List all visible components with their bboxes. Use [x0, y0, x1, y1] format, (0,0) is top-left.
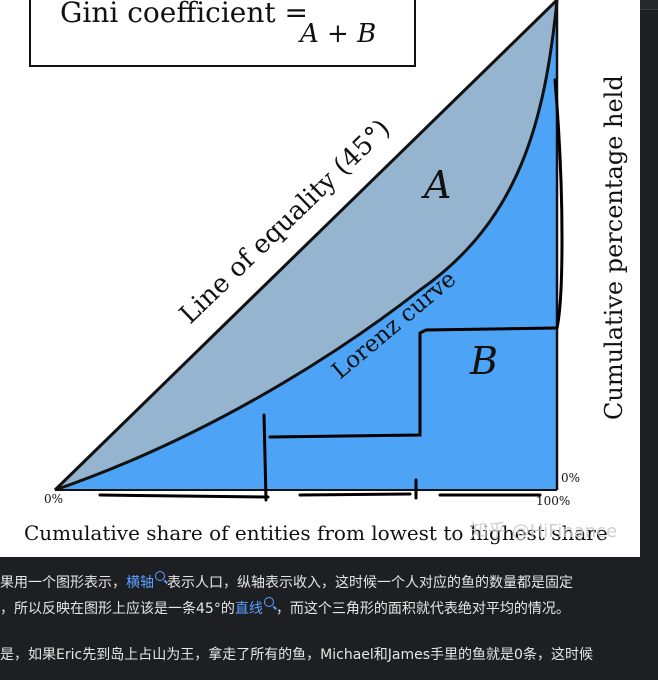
- y-axis-label: Cumulative percentage held: [600, 75, 628, 420]
- region-a-label: A: [421, 163, 451, 207]
- article-line-2: ，所以反映在图形上应该是一条45°的直线 ，而这个三角形的面积就代表绝对平均的情况…: [0, 596, 658, 622]
- line1-text-a: 果用一个图形表示，: [0, 575, 126, 591]
- gini-figure: Gini coefficient = A + B Line of equalit…: [0, 0, 640, 557]
- formula-denominator: A + B: [298, 19, 376, 49]
- watermark: 知乎 @HiFinance: [470, 521, 617, 542]
- formula-left-text: Gini coefficient =: [60, 0, 308, 29]
- line2-text-a: ，所以反映在图形上应该是一条45°的: [0, 601, 235, 617]
- handdrawn-baseline: [98, 478, 542, 500]
- x-axis-label: Cumulative share of entities from lowest…: [24, 521, 608, 545]
- tick-origin: 0%: [44, 492, 63, 506]
- gini-diagram: Gini coefficient = A + B Line of equalit…: [24, 0, 628, 545]
- link-horizontal-axis[interactable]: 横轴: [126, 575, 154, 591]
- article-text: 果用一个图形表示，横轴表示人口，纵轴表示收入，这时候一个人对应的鱼的数量都是固定…: [0, 570, 658, 680]
- search-icon[interactable]: [155, 571, 165, 581]
- search-icon[interactable]: [263, 597, 274, 607]
- article-line-3: 是，如果Eric先到岛上占山为王，拿走了所有的鱼，Michael和James手里…: [0, 642, 658, 668]
- link-straight-line[interactable]: 直线: [234, 601, 263, 617]
- article-line-1: 果用一个图形表示，横轴表示人口，纵轴表示收入，这时候一个人对应的鱼的数量都是固定: [0, 570, 658, 596]
- lorenz-curve: [54, 0, 559, 492]
- handdrawn-steps: [262, 78, 564, 502]
- tick-y-zero: 0%: [561, 471, 580, 485]
- line1-text-b: 表示人口，纵轴表示收入，这时候一个人对应的鱼的数量都是固定: [167, 575, 573, 591]
- line3-text: 是，如果Eric先到岛上占山为王，拿走了所有的鱼，Michael和James手里…: [0, 647, 593, 663]
- equality-line: [53, 0, 559, 492]
- line2-text-b: ，而这个三角形的面积就代表绝对平均的情况。: [275, 601, 570, 617]
- region-b-shape: [55, 0, 557, 490]
- tick-x-end: 100%: [536, 494, 570, 508]
- formula-box: [29, 0, 416, 67]
- region-b-label: B: [469, 339, 498, 383]
